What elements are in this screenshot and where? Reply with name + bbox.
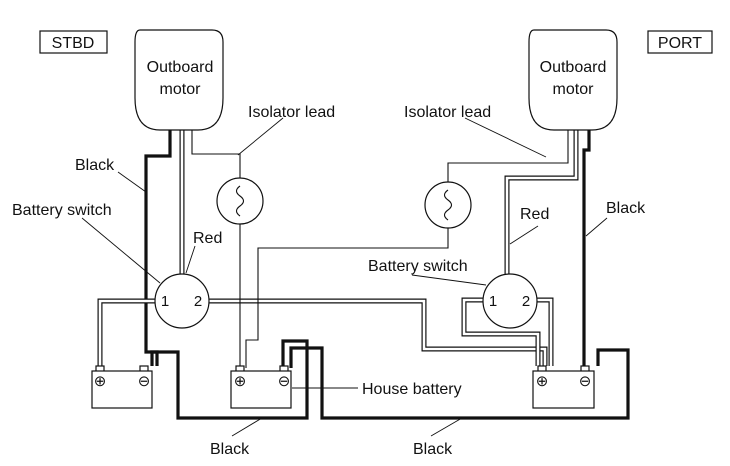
red-positive-wires — [97, 130, 579, 366]
outboard-motor-port: Outboard motor — [528, 29, 618, 131]
port-tag: PORT — [647, 30, 713, 54]
leader-lines — [81, 117, 608, 437]
fuse-port — [424, 181, 472, 229]
motor-label-stbd-line1: Outboard — [147, 59, 214, 76]
black-wire-port-motor — [582, 130, 591, 366]
label-red-stbd: Red — [193, 230, 222, 247]
battery-port: ⊕ ⊖ — [532, 365, 595, 409]
battery-switch-stbd: 1 2 — [154, 273, 210, 329]
isolator-lead-stbd-wire — [191, 130, 241, 368]
switch-stbd-pos1: 1 — [161, 293, 169, 310]
battery-stbd-negative-terminal: ⊖ — [138, 373, 151, 390]
battery-stbd: ⊕ ⊖ — [91, 365, 153, 409]
black-ground-wires — [144, 130, 630, 420]
label-black-port-motor: Black — [606, 200, 646, 217]
port-tag-text: PORT — [658, 35, 702, 52]
switch-port-pos2: 2 — [522, 293, 530, 310]
house-battery-negative-terminal: ⊖ — [278, 373, 291, 390]
isolator-lead-wires — [191, 130, 569, 368]
motor-label-port-line1: Outboard — [540, 59, 607, 76]
motor-label-port-line2: motor — [553, 81, 595, 98]
switch-stbd-pos2: 2 — [194, 293, 202, 310]
labels: Black Battery switch Red Isolator lead I… — [12, 104, 646, 458]
label-isolator-lead-port: Isolator lead — [404, 104, 491, 121]
label-isolator-lead-stbd: Isolator lead — [248, 104, 335, 121]
black-wire-bottom-right — [289, 346, 630, 420]
battery-port-positive-terminal: ⊕ — [536, 373, 549, 390]
battery-port-negative-terminal: ⊖ — [579, 373, 592, 390]
label-black-bottom-right: Black — [413, 441, 453, 458]
label-red-port: Red — [520, 206, 549, 223]
house-battery: ⊕ ⊖ — [230, 365, 292, 409]
label-black-bottom-left: Black — [210, 441, 250, 458]
label-house-battery: House battery — [362, 381, 462, 398]
fuse-stbd — [216, 177, 264, 225]
black-wire-bottom-left — [150, 339, 309, 420]
label-battery-switch-stbd: Battery switch — [12, 202, 112, 219]
black-wire-stbd-motor — [144, 130, 172, 366]
house-battery-positive-terminal: ⊕ — [234, 373, 247, 390]
label-black-stbd-motor: Black — [75, 157, 115, 174]
switch-port-pos1: 1 — [489, 293, 497, 310]
isolator-lead-port-wire — [245, 130, 569, 368]
battery-stbd-positive-terminal: ⊕ — [94, 373, 107, 390]
outboard-motor-stbd: Outboard motor — [134, 29, 224, 131]
label-battery-switch-port: Battery switch — [368, 258, 468, 275]
battery-switch-port: 1 2 — [482, 273, 538, 329]
stbd-tag: STBD — [39, 30, 108, 54]
stbd-tag-text: STBD — [52, 35, 95, 52]
motor-label-stbd-line2: motor — [160, 81, 202, 98]
